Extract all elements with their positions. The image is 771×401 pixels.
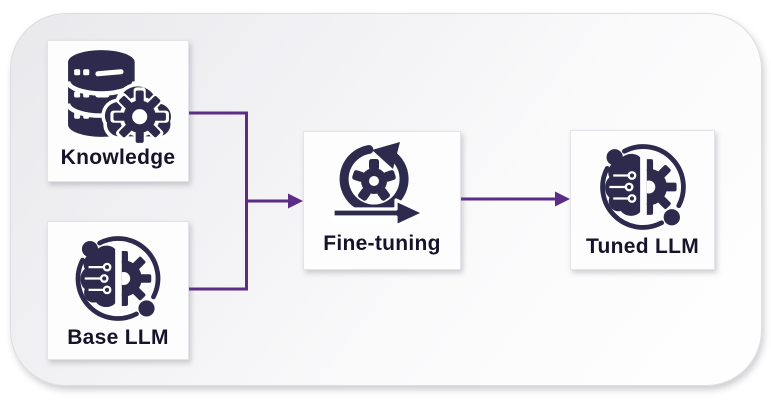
- node-tuned-llm: Tuned LLM: [570, 130, 715, 270]
- node-label-tuned-llm: Tuned LLM: [585, 235, 700, 258]
- node-label-knowledge: Knowledge: [60, 146, 176, 169]
- brain-circuit-gear-icon: [70, 231, 166, 326]
- node-label-fine-tuning: Fine-tuning: [323, 232, 441, 255]
- brain-circuit-gear-icon: [594, 139, 692, 235]
- database-gear-icon: [61, 48, 175, 146]
- iteration-gear-icon: [330, 141, 434, 227]
- node-knowledge: Knowledge: [47, 40, 189, 182]
- node-fine-tuning: Fine-tuning: [303, 131, 461, 270]
- node-base-llm: Base LLM: [47, 221, 189, 360]
- node-label-base-llm: Base LLM: [67, 326, 169, 349]
